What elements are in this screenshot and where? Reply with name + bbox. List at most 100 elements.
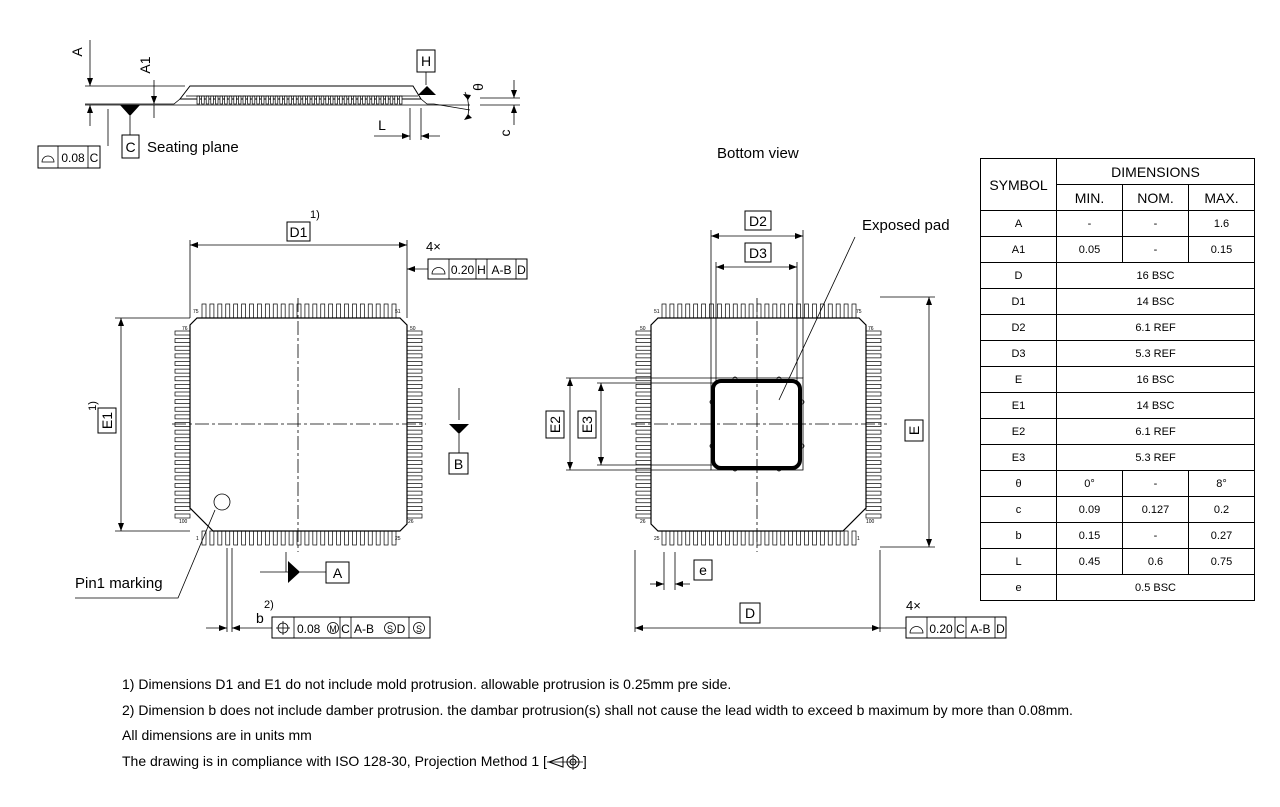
lead	[406, 498, 423, 504]
lead	[732, 530, 738, 546]
side-lead	[196, 95, 200, 105]
label-e1: E1	[99, 412, 115, 429]
top-profile-count: 4×	[426, 239, 441, 254]
lead	[174, 338, 191, 343]
lead	[635, 475, 652, 481]
lead	[359, 530, 365, 546]
lead	[375, 303, 381, 319]
position-datum-d-mod: S	[416, 624, 422, 634]
table-cell-nom: -	[1122, 470, 1189, 497]
side-lead	[311, 95, 315, 105]
side-lead	[293, 95, 297, 105]
lead	[635, 353, 652, 359]
top-pin-76: 76	[182, 326, 188, 332]
lead	[406, 513, 423, 519]
lead	[865, 490, 882, 496]
lead	[835, 530, 841, 546]
side-lead	[224, 95, 228, 105]
lead	[843, 530, 849, 546]
lead	[174, 452, 191, 458]
lead	[406, 506, 423, 511]
lead	[635, 460, 652, 465]
top-pin-50: 50	[410, 326, 416, 332]
table-cell-symbol: D2	[980, 314, 1057, 341]
lead	[635, 399, 652, 404]
position-icon	[276, 621, 290, 635]
side-lead	[251, 95, 256, 105]
label-b-note: 2)	[264, 599, 274, 611]
lead	[406, 414, 423, 420]
lead	[174, 483, 191, 488]
lead	[312, 303, 318, 319]
table-cell-span: 6.1 REF	[1056, 314, 1255, 341]
side-lead	[210, 95, 214, 105]
table-cell-max: 0.75	[1188, 548, 1255, 575]
lead	[201, 303, 207, 319]
lead	[367, 530, 373, 546]
lead	[249, 530, 254, 546]
bottom-profile-datum-1: C	[956, 622, 965, 636]
position-datum-ab-mod: S	[387, 624, 393, 634]
lead	[865, 506, 882, 511]
lead	[635, 345, 652, 351]
lead	[635, 513, 652, 519]
lead	[406, 437, 423, 443]
side-lead	[201, 95, 205, 105]
table-cell-min: -	[1056, 210, 1123, 237]
lead	[288, 303, 294, 319]
table-header-dimensions: DIMENSIONS	[1056, 158, 1255, 185]
side-lead	[205, 95, 210, 105]
lead	[865, 460, 882, 465]
lead	[257, 530, 262, 546]
lead	[780, 530, 786, 546]
label-l: L	[378, 117, 386, 133]
lead	[406, 422, 423, 427]
bottom-profile-value: 0.20	[929, 622, 953, 636]
position-datum-d: D	[397, 622, 406, 636]
lead	[383, 530, 389, 546]
side-lead	[233, 95, 237, 105]
side-lead	[343, 95, 348, 105]
lead	[174, 460, 191, 465]
side-leads	[186, 95, 418, 105]
datum-c: C	[125, 139, 135, 155]
lead	[406, 429, 423, 435]
lead	[835, 303, 841, 319]
lead	[383, 303, 389, 319]
lead	[233, 303, 239, 319]
lead	[865, 391, 882, 397]
label-a: A	[69, 47, 85, 57]
label-d1: D1	[290, 224, 308, 240]
side-lead	[353, 95, 357, 105]
table-cell-min: 0.09	[1056, 496, 1123, 523]
lead	[788, 530, 794, 546]
lead	[406, 384, 423, 389]
lead	[406, 338, 423, 343]
side-lead	[228, 95, 233, 105]
bottom-pin-76: 76	[868, 326, 874, 332]
lead	[406, 399, 423, 404]
bottom-view-title: Bottom view	[717, 145, 799, 162]
bottom-pin-75: 75	[856, 309, 862, 315]
lead	[865, 338, 882, 343]
table-cell-nom: -	[1122, 210, 1189, 237]
note-4: The drawing is in compliance with ISO 12…	[122, 749, 1073, 775]
side-lead	[389, 95, 394, 105]
position-value: 0.08	[297, 622, 321, 636]
table-cell-symbol: c	[980, 496, 1057, 523]
flatness-datum: C	[90, 151, 99, 165]
lead	[804, 530, 809, 546]
side-lead	[330, 95, 334, 105]
lead	[865, 429, 882, 435]
side-lead	[362, 95, 366, 105]
table-cell-max: 0.2	[1188, 496, 1255, 523]
table-cell-min: 0°	[1056, 470, 1123, 497]
note-2: 2) Dimension b does not include damber p…	[122, 701, 1073, 718]
table-cell-span: 6.1 REF	[1056, 418, 1255, 445]
lead	[693, 303, 699, 319]
lead	[804, 303, 809, 319]
label-b: b	[256, 610, 264, 626]
